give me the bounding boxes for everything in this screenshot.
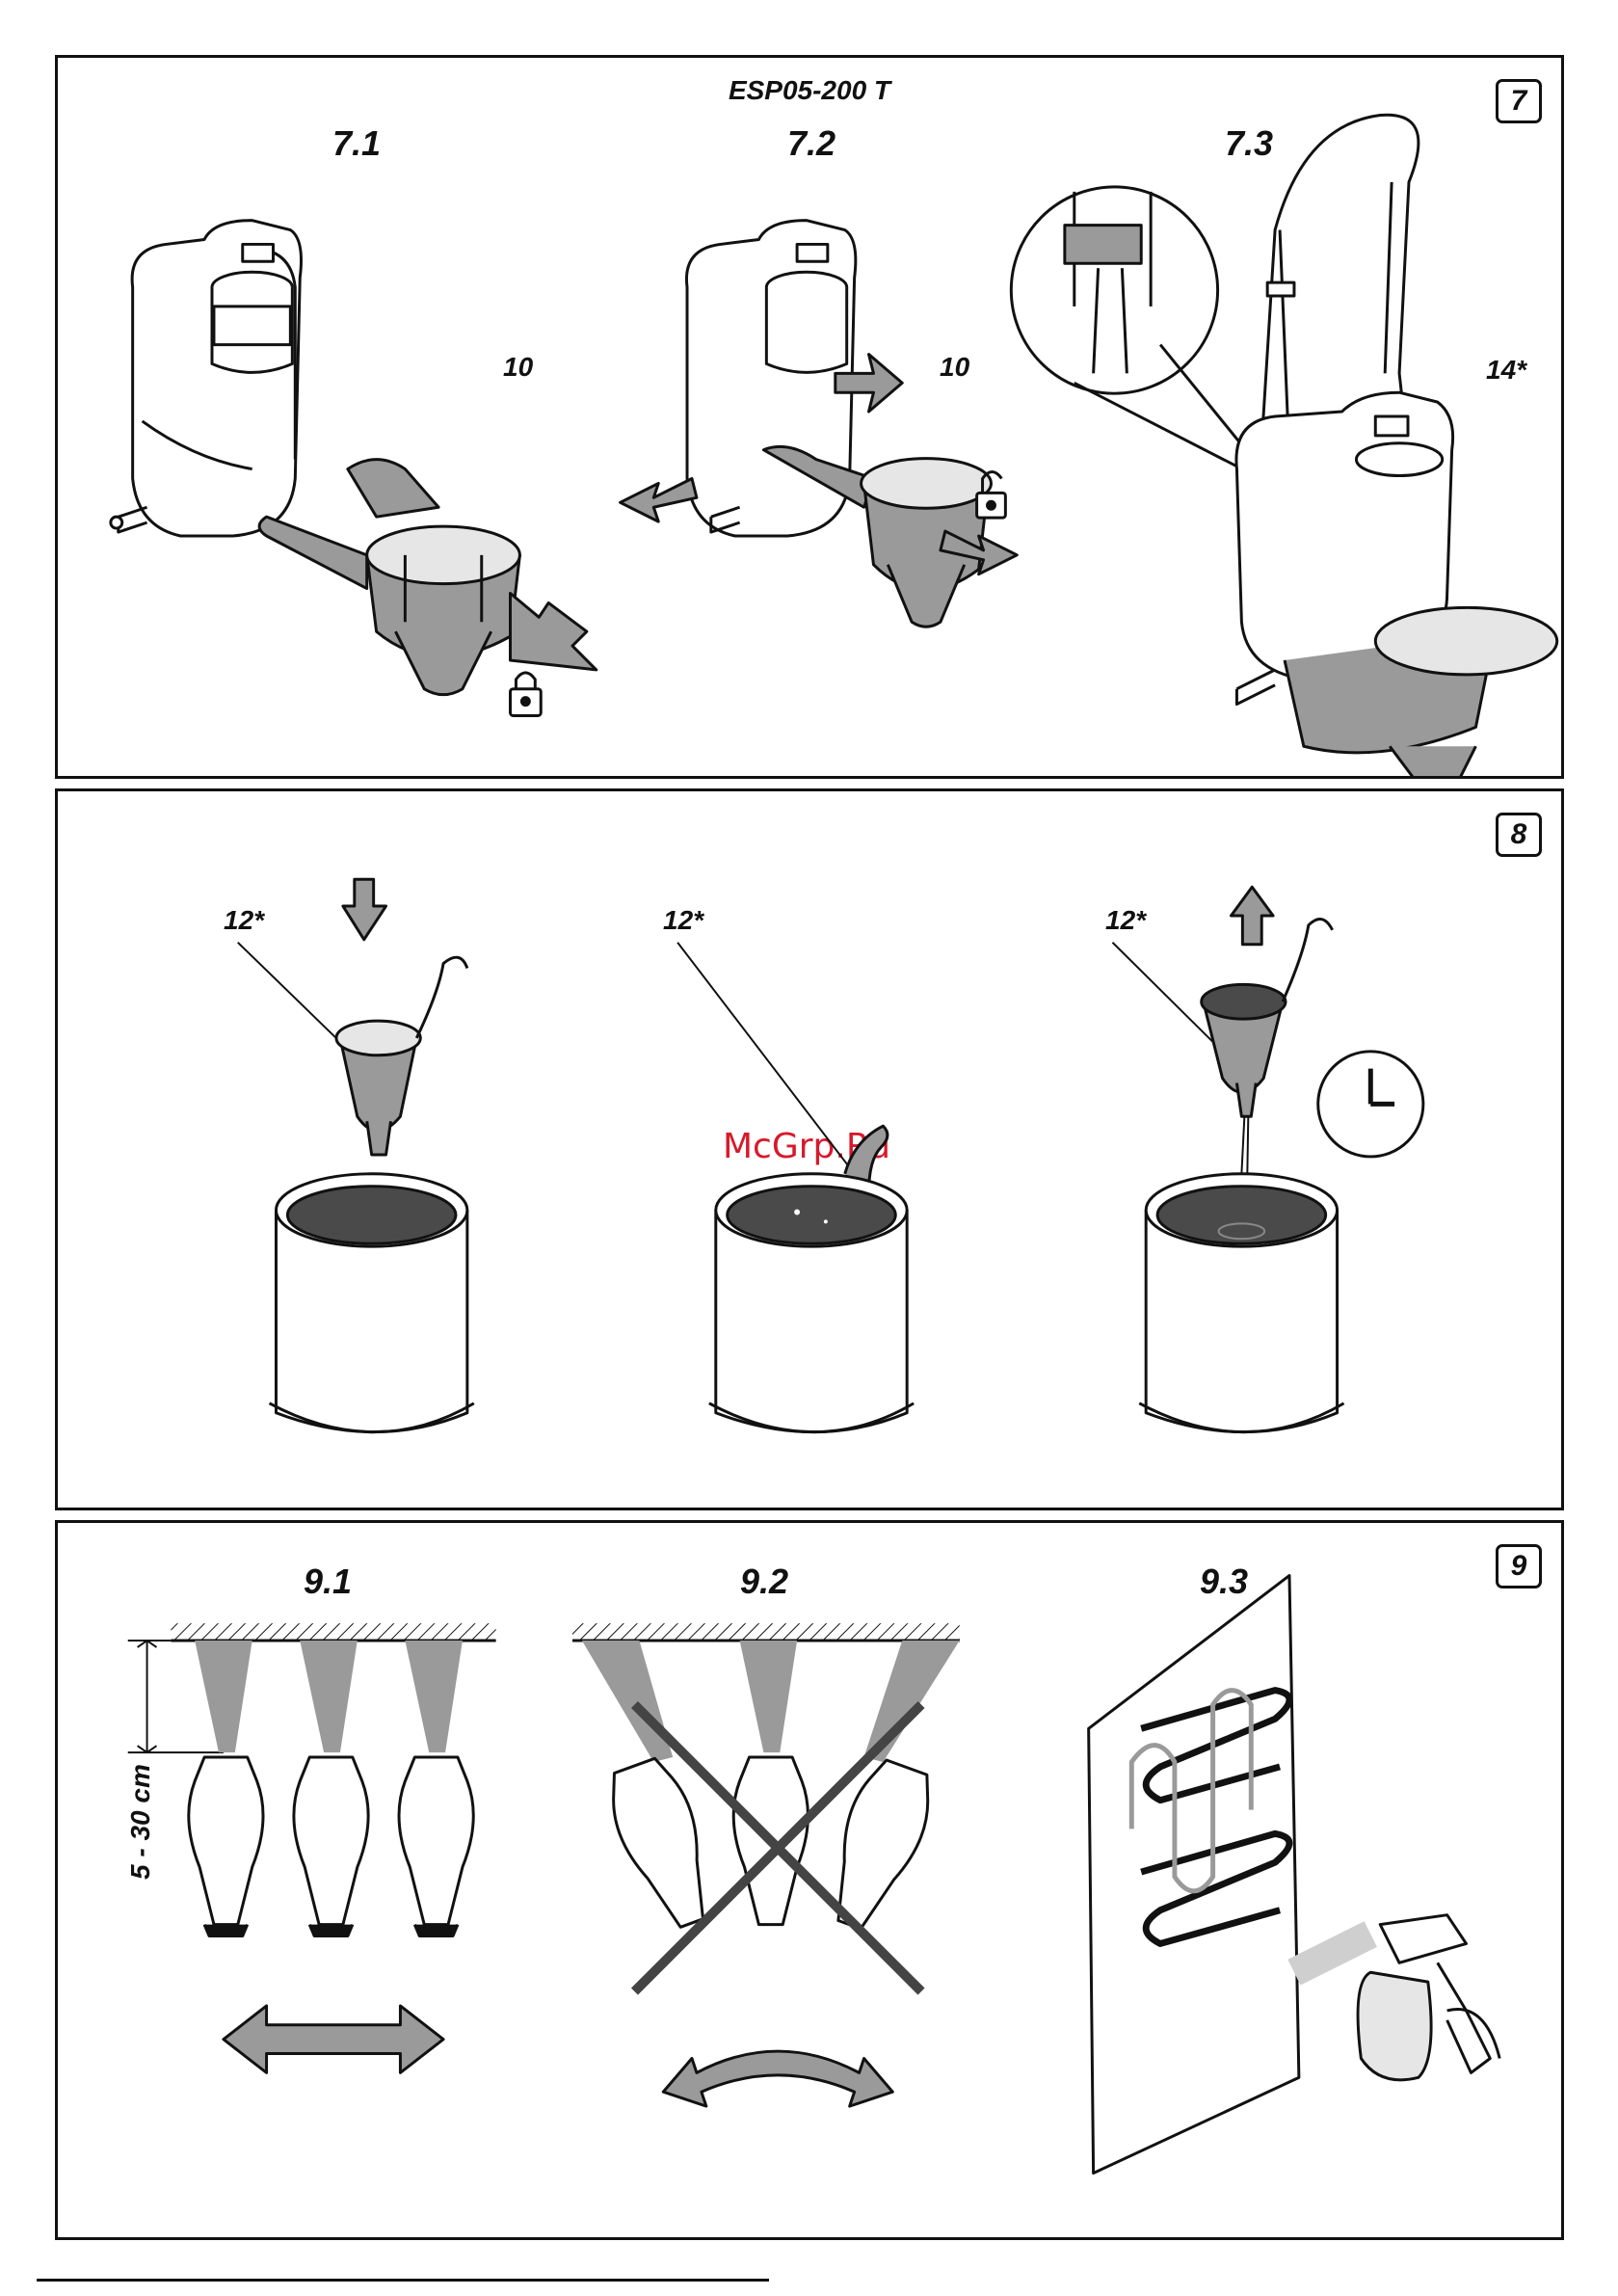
spray-gun-front-1 [189,1757,263,1936]
panel-8-illustration [58,791,1561,1508]
panel-9: 9 9.1 9.2 9.3 5 - 30 cm [55,1520,1564,2240]
panel-8: 8 12* 12* 12* McGrp.Ru [55,788,1564,1510]
cup-with-handle-7-1 [259,460,519,695]
paint-can-2 [709,1174,914,1432]
arrow-icon [1231,887,1273,945]
arrow-icon [224,2006,443,2072]
panel-7: ESP05-200 T 7 7.1 7.2 7.3 10 10 14* [55,55,1564,779]
sprayer-unit-7-3 [1236,392,1557,776]
panel-7-illustration [58,58,1561,776]
spray-pattern-board [1089,1576,1299,2174]
arrow-icon [511,594,597,670]
arrow-icon [621,478,697,521]
paint-can-3 [1139,1174,1343,1432]
paint-can-1 [270,1174,474,1432]
sprayer-unit-7-1 [111,221,302,536]
clock-icon [1318,1052,1423,1157]
arrow-icon [663,2051,892,2106]
footer-rule [37,2279,769,2282]
arrow-icon [343,879,386,939]
spray-gun-front-3 [399,1757,473,1936]
lock-icon [511,673,542,716]
spray-gun-with-cup [1294,1915,1499,2080]
panel-9-illustration [58,1523,1561,2237]
spray-gun-front-2 [294,1757,368,1936]
measuring-cup-1 [336,957,467,1155]
